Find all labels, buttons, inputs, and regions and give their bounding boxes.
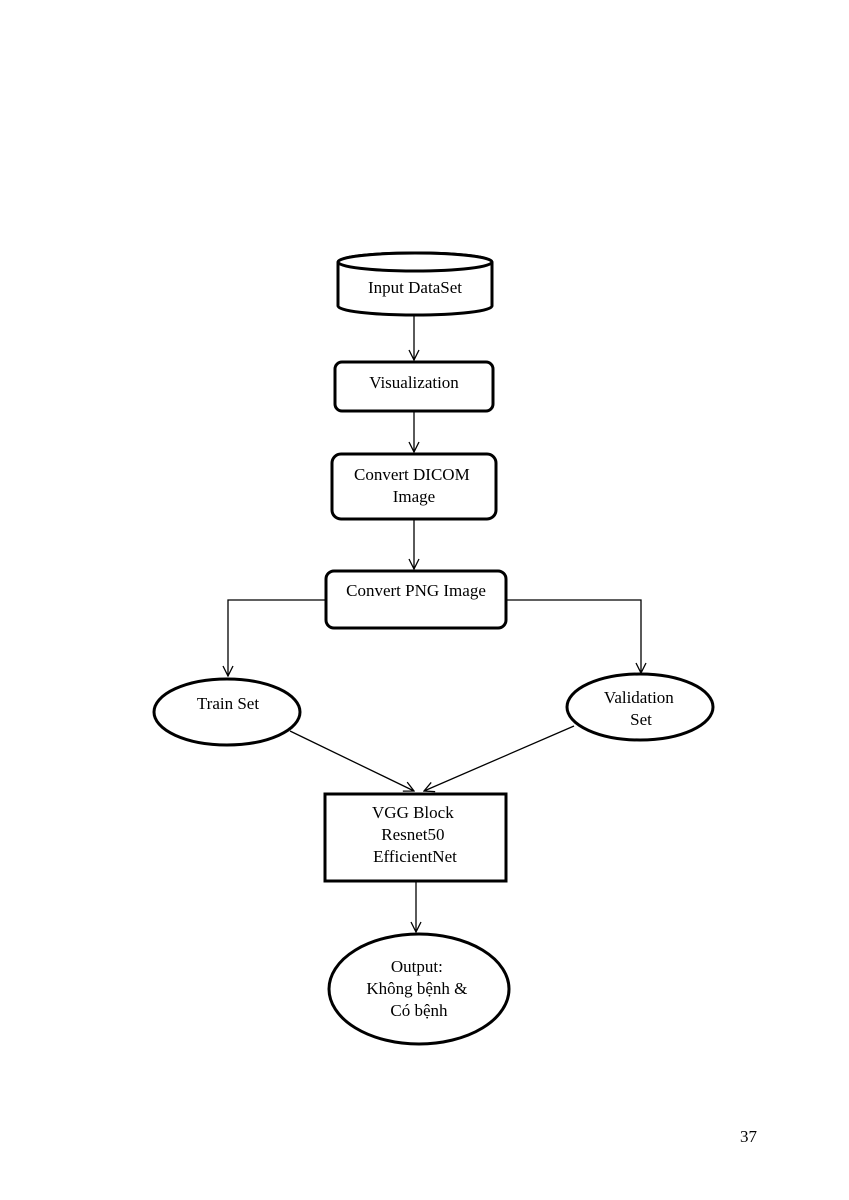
node-input-dataset: Input DataSet (336, 251, 494, 317)
rounded-rect-shape (333, 360, 495, 413)
node-label-line: EfficientNet (373, 847, 457, 866)
node-label-line: Convert PNG Image (346, 581, 486, 600)
node-label-line: Train Set (197, 694, 259, 713)
node-convert-png: Convert PNG Image (324, 569, 508, 630)
node-label: Convert PNG Image (346, 581, 486, 600)
node-label: Visualization (369, 373, 459, 392)
node-label: VGG Block Resnet50 EfficientNet (372, 803, 458, 866)
rounded-rect-shape (330, 452, 498, 521)
rounded-rect-shape (324, 569, 508, 630)
node-label-line: Resnet50 (381, 825, 444, 844)
node-visualization: Visualization (333, 360, 495, 413)
node-label-line: Input DataSet (368, 278, 462, 297)
node-label: Convert DICOM Image (354, 465, 474, 506)
node-convert-dicom: Convert DICOM Image (330, 452, 498, 521)
edges (228, 316, 641, 932)
node-label-line: Output: (391, 957, 443, 976)
node-validation-set: Validation Set (565, 672, 715, 742)
node-models: VGG Block Resnet50 EfficientNet (323, 792, 508, 883)
edge-convert-png-to-validation-set (506, 599, 641, 673)
edge-convert-png-to-train-set (228, 599, 326, 676)
node-label: Validation Set (604, 688, 678, 729)
node-label-line: Visualization (369, 373, 459, 392)
ellipse-shape (565, 672, 715, 742)
ellipse-shape (327, 932, 511, 1046)
node-label-line: VGG Block (372, 803, 454, 822)
node-label: Output: Không bệnh & Có bệnh (366, 957, 471, 1020)
node-label-line: Validation (604, 688, 674, 707)
rect-shape (323, 792, 508, 883)
edge-validation-set-to-models (424, 725, 575, 791)
page-number: 37 (740, 1127, 757, 1146)
node-label: Train Set (197, 694, 259, 713)
node-label-line: Set (630, 710, 652, 729)
node-label-line: Có bệnh (390, 1001, 448, 1020)
node-label-line: Convert DICOM (354, 465, 470, 484)
node-train-set: Train Set (152, 677, 302, 747)
node-label-line: Image (393, 487, 435, 506)
cylinder-top (336, 251, 494, 273)
node-label-line: Không bệnh & (366, 979, 467, 998)
ellipse-shape (152, 677, 302, 747)
node-output: Output: Không bệnh & Có bệnh (327, 932, 511, 1046)
node-label: Input DataSet (368, 278, 462, 297)
edge-train-set-to-models (289, 730, 414, 791)
